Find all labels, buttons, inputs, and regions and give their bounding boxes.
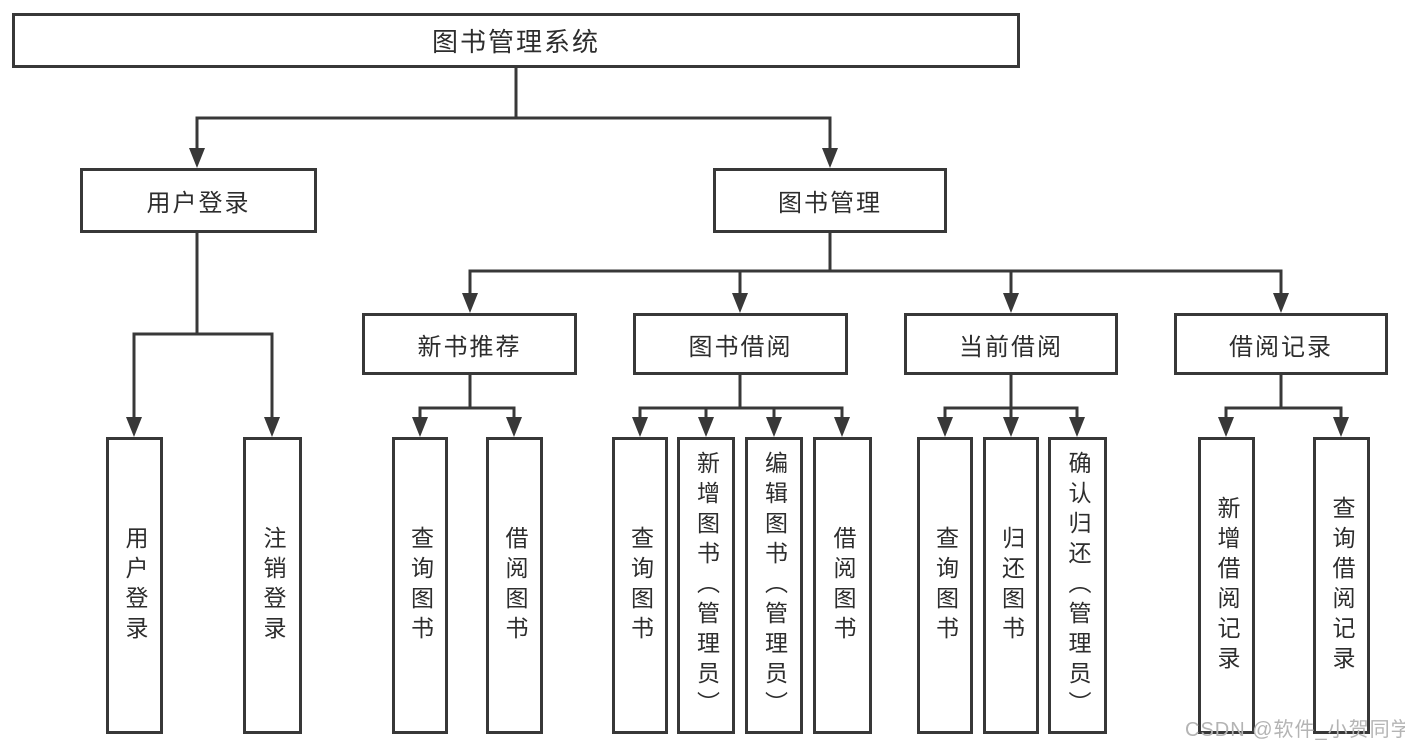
node-book-management: 图书管理 bbox=[713, 168, 947, 233]
leaf-query-books-current: 查询图书 bbox=[917, 437, 973, 734]
leaf-query-books-borrow: 查询图书 bbox=[612, 437, 668, 734]
node-label: 图书借阅 bbox=[688, 333, 793, 361]
node-current-borrowing: 当前借阅 bbox=[904, 313, 1118, 375]
node-user-login: 用户登录 bbox=[80, 168, 317, 233]
leaf-add-borrow-record: 新增借阅记录 bbox=[1198, 437, 1255, 734]
leaf-query-borrow-record: 查询借阅记录 bbox=[1313, 437, 1370, 734]
node-label: 当前借阅 bbox=[959, 333, 1063, 361]
leaf-return-books: 归还图书 bbox=[983, 437, 1039, 734]
node-label: 图书管理系统 bbox=[431, 27, 600, 57]
node-new-book-recommendation: 新书推荐 bbox=[362, 313, 577, 375]
node-label: 查询图书 bbox=[932, 525, 959, 646]
leaf-borrow-books-recommend: 借阅图书 bbox=[486, 437, 543, 734]
node-label: 注销登录 bbox=[260, 525, 286, 646]
node-label: 图书管理 bbox=[778, 190, 882, 217]
node-book-borrowing: 图书借阅 bbox=[633, 313, 848, 375]
node-label: 借阅图书 bbox=[502, 525, 528, 646]
node-label: 用户登录 bbox=[122, 525, 148, 646]
node-label: 归还图书 bbox=[998, 525, 1025, 646]
node-label: 查询图书 bbox=[407, 525, 434, 646]
leaf-user-login: 用户登录 bbox=[106, 437, 163, 734]
node-label: 新书推荐 bbox=[417, 333, 522, 361]
leaf-add-books-admin: 新增图书（管理员） bbox=[677, 437, 735, 734]
leaf-borrow-books: 借阅图书 bbox=[813, 437, 872, 734]
node-label: 用户登录 bbox=[146, 190, 251, 217]
csdn-watermark: CSDN @软件_小贺同学 bbox=[1185, 719, 1405, 741]
node-label: 新增图书（管理员） bbox=[693, 450, 720, 721]
node-label: 编辑图书（管理员） bbox=[761, 450, 788, 721]
node-library-management-system: 图书管理系统 bbox=[12, 13, 1020, 68]
node-label: 借阅图书 bbox=[830, 525, 856, 646]
leaf-confirm-return-admin: 确认归还（管理员） bbox=[1048, 437, 1107, 734]
node-label: 借阅记录 bbox=[1229, 333, 1333, 361]
node-label: 确认归还（管理员） bbox=[1065, 450, 1091, 721]
leaf-query-books-recommend: 查询图书 bbox=[392, 437, 448, 734]
node-label: 查询借阅记录 bbox=[1329, 495, 1355, 676]
node-label: 新增借阅记录 bbox=[1214, 495, 1240, 676]
node-borrowing-records: 借阅记录 bbox=[1174, 313, 1388, 375]
leaf-logout: 注销登录 bbox=[243, 437, 302, 734]
leaf-edit-books-admin: 编辑图书（管理员） bbox=[745, 437, 803, 734]
node-label: 查询图书 bbox=[627, 525, 654, 646]
